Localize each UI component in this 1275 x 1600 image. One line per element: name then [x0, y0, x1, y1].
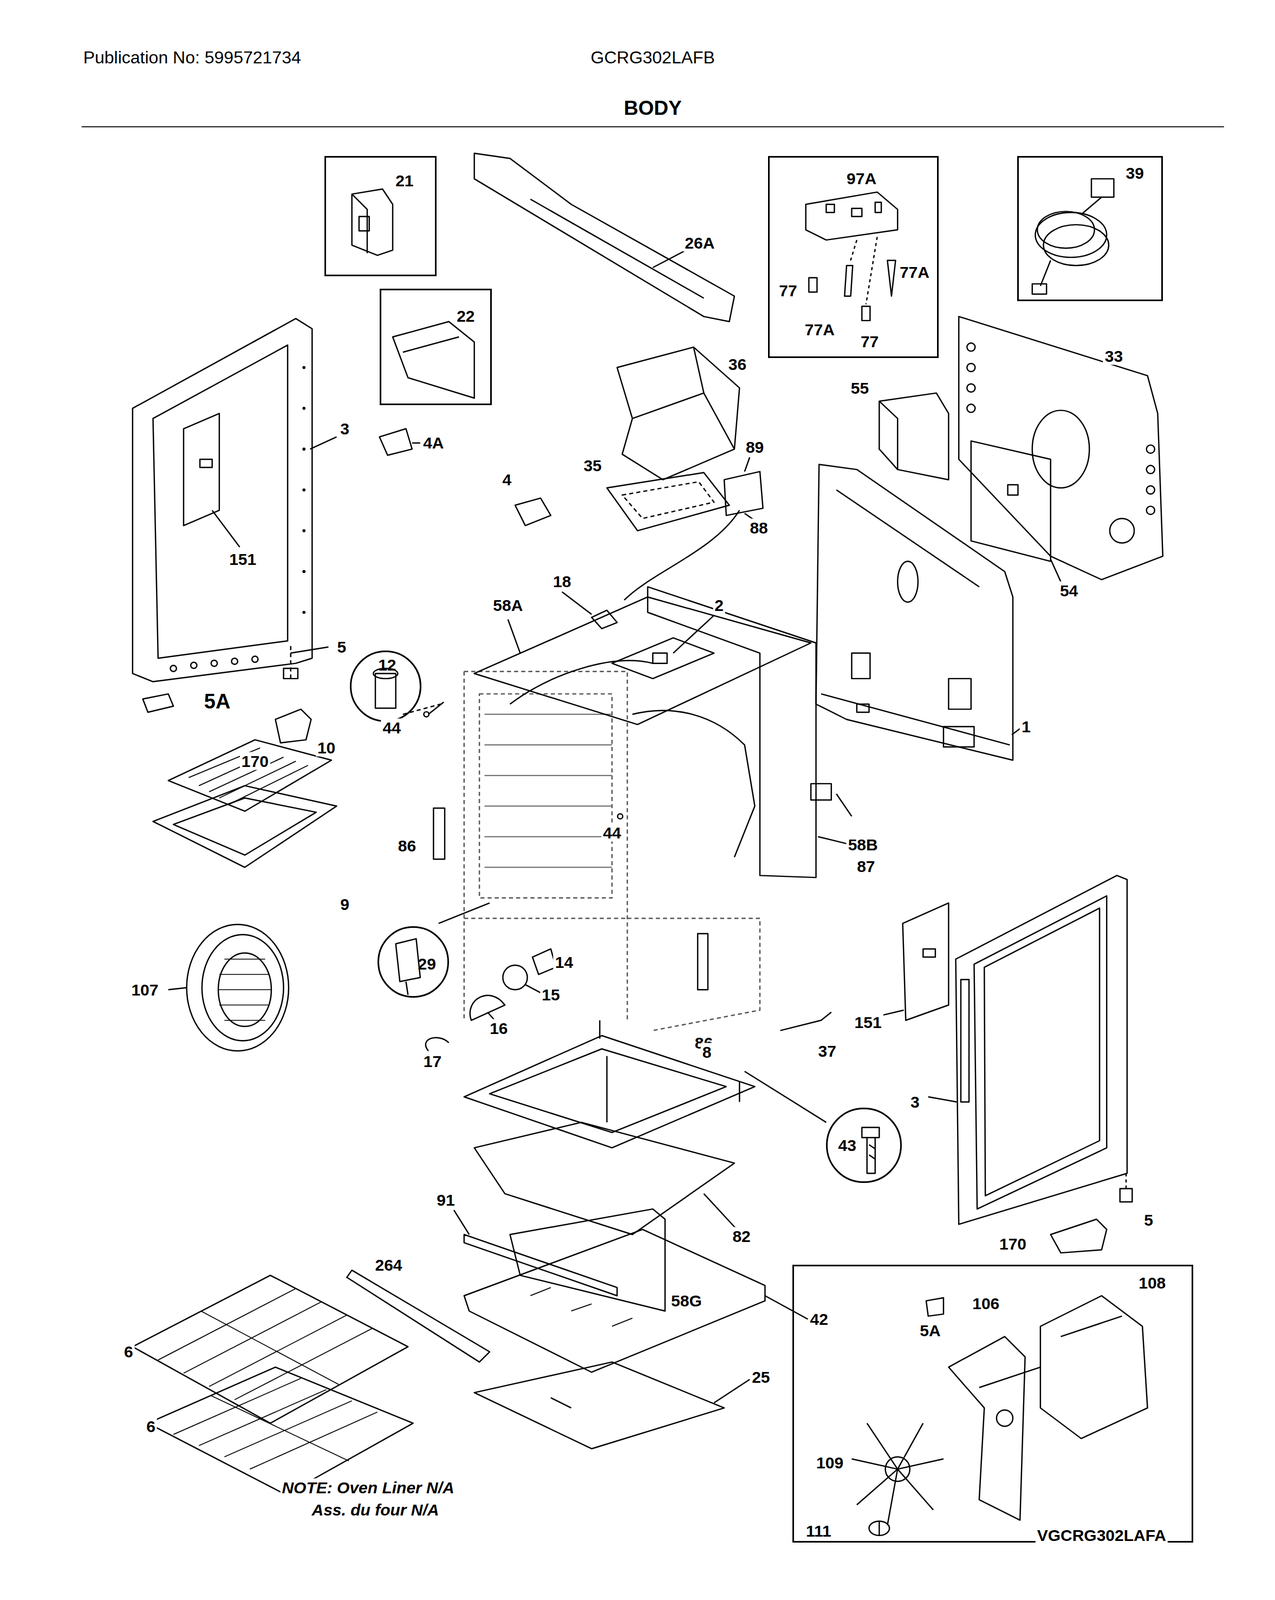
callout-number: 15 — [540, 985, 562, 1004]
callout-number: 37 — [816, 1041, 838, 1060]
callout-number: 88 — [747, 518, 770, 537]
callout-number: 77A — [804, 320, 835, 338]
callout-number: 5 — [1142, 1211, 1155, 1229]
callout-circle: 29 — [377, 926, 450, 998]
inset-box: 108 106 109 111 — [792, 1264, 1194, 1543]
callout-number: 58A — [491, 595, 525, 614]
callout-number: 170 — [997, 1234, 1029, 1253]
callout-number: 5 — [335, 637, 349, 656]
callout-number: 151 — [227, 549, 258, 568]
callout-number: 5A — [202, 690, 233, 714]
callout-number: 2 — [712, 595, 726, 614]
callout-number: 10 — [315, 738, 337, 757]
callout-number: 151 — [853, 1012, 884, 1031]
callout-circle: 12 — [349, 650, 422, 722]
callout-number: 97A — [846, 168, 877, 187]
callout-number: 109 — [816, 1453, 844, 1472]
callout-number: 4 — [501, 470, 514, 489]
page-title: BODY — [622, 96, 684, 120]
callout-number: 54 — [1058, 581, 1080, 600]
callout-number: 5A — [918, 1321, 942, 1339]
callout-number: 3 — [338, 419, 351, 438]
callout-number: 17 — [421, 1051, 444, 1070]
callout-number: 33 — [1103, 347, 1125, 366]
callout-number: 22 — [456, 307, 475, 325]
callout-number: 39 — [1126, 164, 1144, 182]
callout-number: 6 — [122, 1342, 135, 1361]
inset-box: 97A 77 77A 77A 77 — [768, 155, 939, 359]
callout-number: 44 — [601, 823, 623, 842]
note-text: VGCRG302LAFA — [1035, 1526, 1168, 1545]
callout-number: 89 — [744, 437, 766, 456]
callout-number: 87 — [855, 856, 877, 875]
callout-number: 9 — [338, 894, 351, 913]
callout-number: 18 — [551, 572, 573, 591]
callout-number: 26A — [682, 233, 717, 252]
callout-number: 58G — [669, 1291, 704, 1310]
callout-number: 82 — [730, 1227, 752, 1246]
header-text: GCRG302LAFB — [589, 48, 717, 68]
callout-number: 106 — [972, 1293, 1000, 1312]
note-text: NOTE: Oven Liner N/A — [280, 1478, 456, 1496]
callout-number: 77 — [860, 332, 879, 351]
header-text: Publication No: 5995721734 — [81, 48, 303, 68]
inset-box: 39 — [1017, 155, 1163, 301]
callout-number: 12 — [378, 655, 396, 674]
callout-number: 42 — [808, 1309, 830, 1328]
callout-number: 36 — [726, 355, 748, 374]
callout-number: 91 — [434, 1190, 457, 1209]
inset-box: 22 — [379, 288, 492, 406]
callout-number: 77A — [899, 263, 930, 282]
callout-number: 44 — [380, 718, 402, 737]
callout-number: 8 — [700, 1042, 714, 1061]
callout-number: 16 — [488, 1019, 510, 1038]
callout-number: 21 — [395, 171, 414, 190]
callout-number: 1 — [1019, 717, 1033, 735]
callout-number: 6 — [144, 1416, 158, 1435]
callout-number: 14 — [553, 952, 575, 971]
callout-number: 107 — [129, 980, 160, 999]
callout-number: 77 — [778, 281, 797, 299]
callout-number: 43 — [837, 1136, 856, 1155]
callout-number: 86 — [396, 836, 418, 855]
callout-number: 35 — [581, 456, 603, 474]
callout-circle: 43 — [825, 1107, 902, 1183]
callout-number: 3 — [908, 1092, 922, 1111]
callout-number: 264 — [373, 1256, 404, 1274]
callout-number: 29 — [418, 954, 437, 973]
callout-number: 25 — [750, 1368, 772, 1387]
inset-box: 21 — [324, 155, 437, 277]
callout-number: 4A — [421, 433, 446, 452]
callout-number: 108 — [1138, 1273, 1166, 1292]
callout-number: 55 — [849, 378, 871, 397]
callout-number: 170 — [239, 751, 271, 770]
callout-number: 58B — [846, 835, 880, 854]
callout-number: 111 — [805, 1521, 832, 1540]
note-text: Ass. du four N/A — [310, 1500, 441, 1519]
